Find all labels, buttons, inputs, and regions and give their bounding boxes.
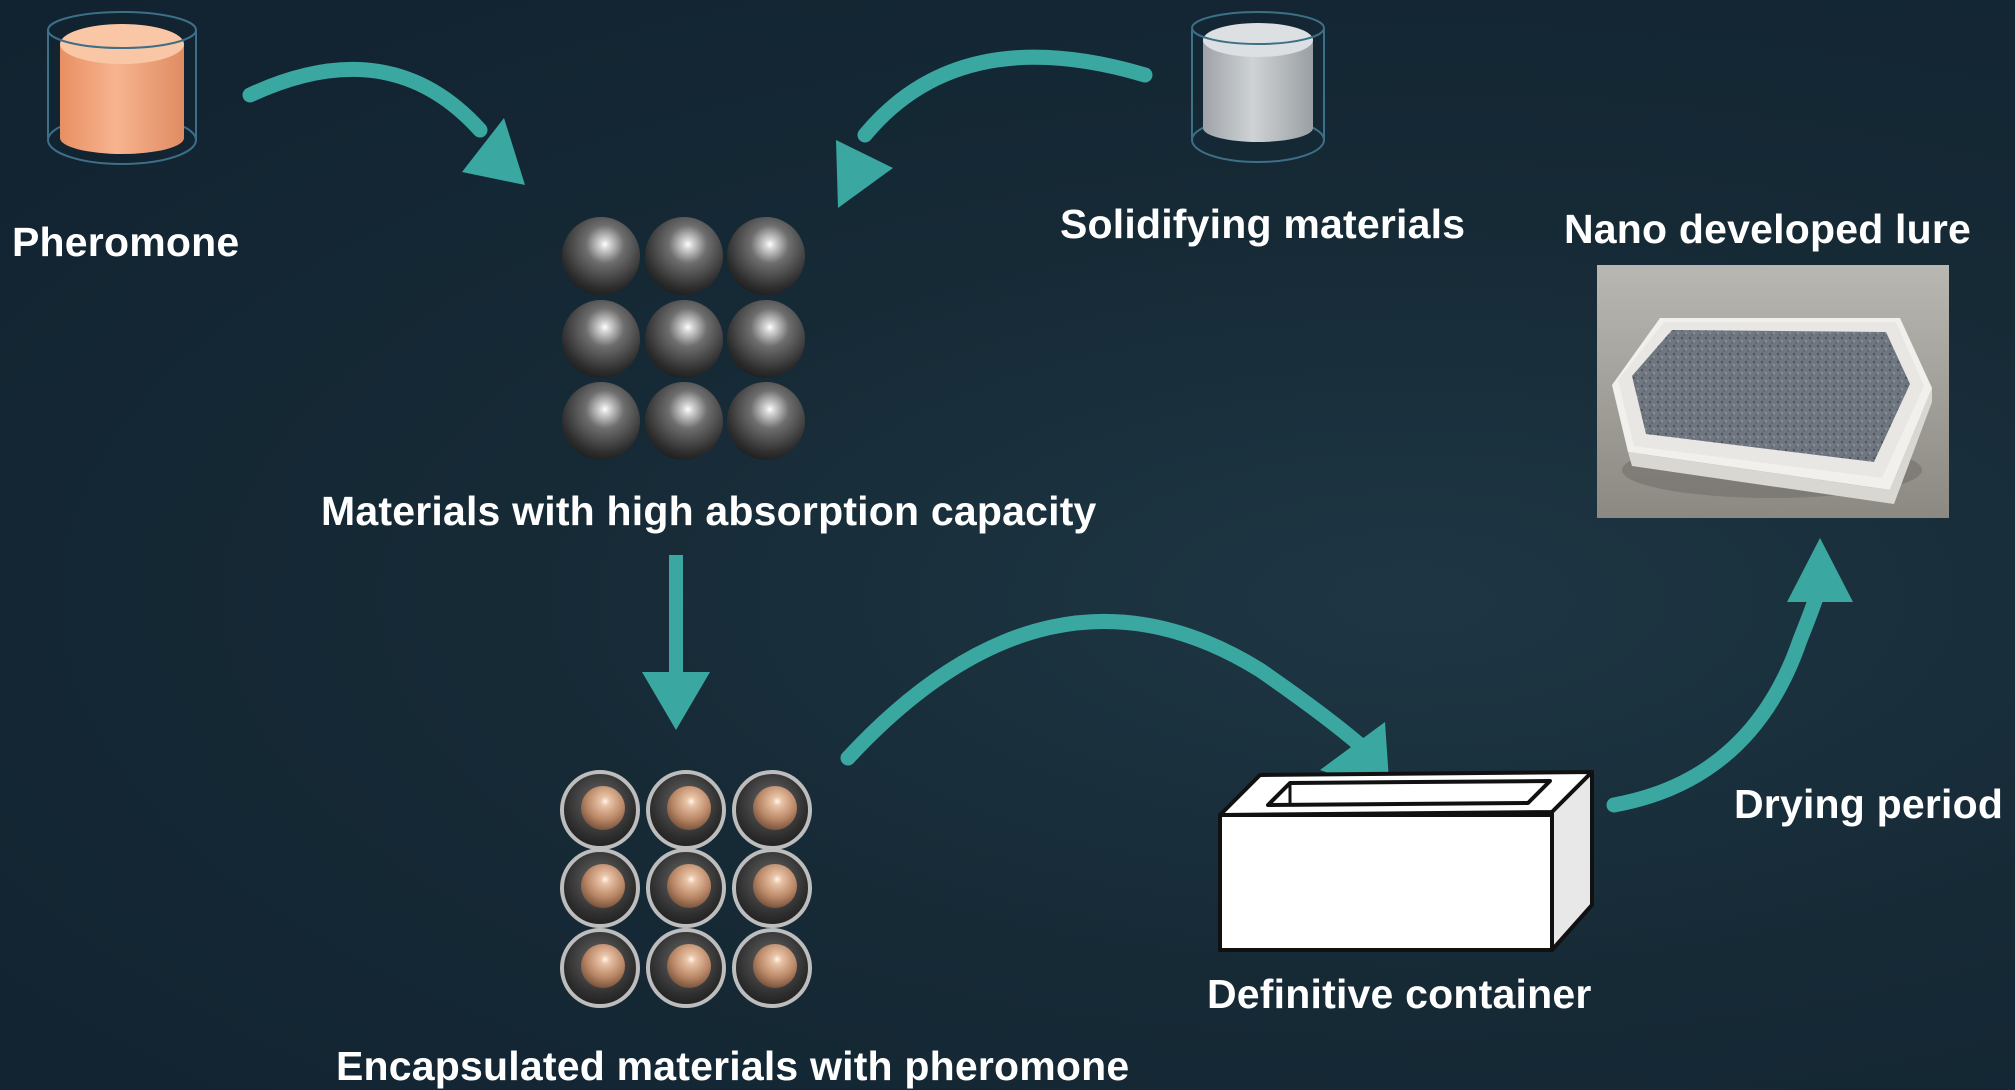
sphere (645, 217, 723, 295)
sphere (645, 300, 723, 378)
sphere (645, 382, 723, 460)
drying-period-label: Drying period (1734, 781, 2004, 827)
sphere (562, 217, 640, 295)
sphere (562, 300, 640, 378)
capsule (646, 848, 726, 928)
arrow-pheromone-to-absorption (242, 61, 525, 185)
capsule (732, 848, 812, 928)
capsule (560, 848, 640, 928)
encapsulated-capsule-grid-icon (560, 770, 812, 1008)
solidifying-materials-label: Solidifying materials (1060, 201, 1466, 247)
capsule (560, 928, 640, 1008)
lure-photo (1597, 265, 1949, 518)
capsule (646, 770, 726, 850)
capsule (560, 770, 640, 850)
solidifying-cylinder-icon (1191, 11, 1325, 163)
arrow-encapsulated-to-container (840, 614, 1390, 795)
pheromone-cylinder-icon (47, 11, 197, 165)
capsule (646, 928, 726, 1008)
absorption-materials-label: Materials with high absorption capacity (321, 488, 1097, 534)
arrow-solidifying-to-absorption (836, 49, 1153, 208)
arrow-container-to-lure (1606, 538, 1853, 813)
definitive-container-label: Definitive container (1207, 971, 1592, 1017)
absorption-sphere-grid-icon (562, 217, 805, 460)
capsule (732, 928, 812, 1008)
nano-lure-label: Nano developed lure (1564, 206, 1972, 252)
pheromone-label: Pheromone (12, 219, 240, 265)
arrow-absorption-to-encapsulated (642, 555, 710, 730)
sphere (562, 382, 640, 460)
sphere (727, 217, 805, 295)
container-open-box-icon (1218, 770, 1594, 952)
sphere (727, 300, 805, 378)
sphere (727, 382, 805, 460)
encapsulated-materials-label: Encapsulated materials with pheromone (336, 1043, 1130, 1089)
capsule (732, 770, 812, 850)
